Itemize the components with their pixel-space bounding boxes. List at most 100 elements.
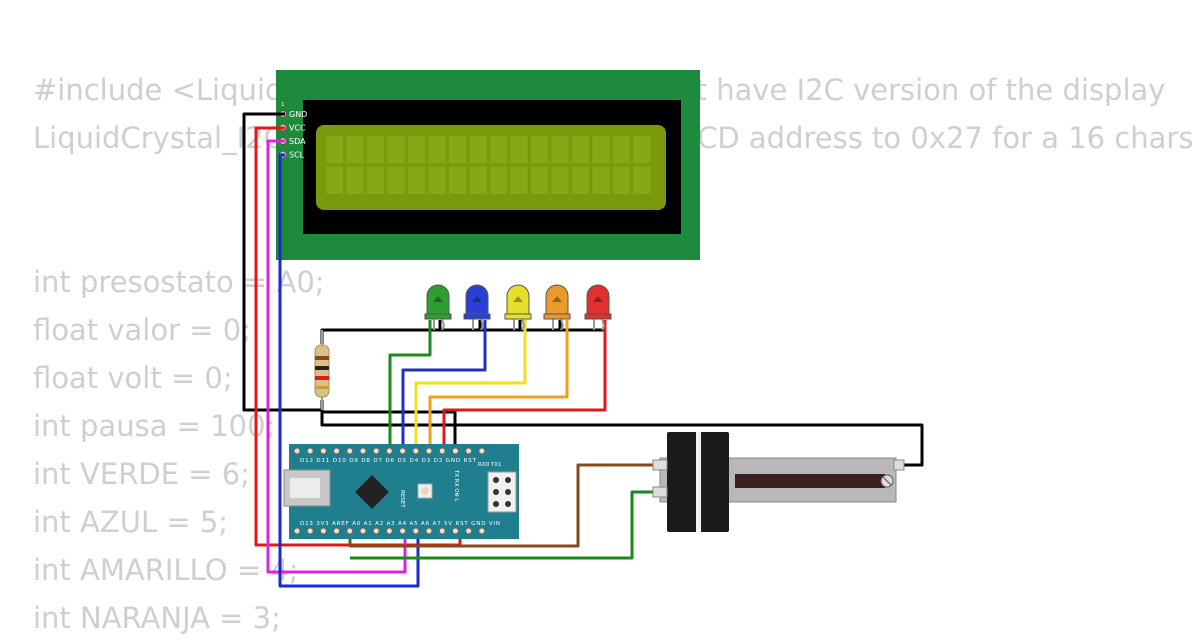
lcd-cell [387, 167, 405, 194]
arduino-pin [478, 527, 486, 535]
arduino-pin [385, 527, 393, 535]
arduino-pin [465, 527, 473, 535]
wire-blue-lcd-scl [278, 153, 420, 588]
arduino-pin [306, 527, 314, 535]
led-red[interactable] [584, 284, 612, 331]
arduino-pin [438, 447, 446, 455]
lcd-cell [510, 167, 528, 194]
lcd-cell [613, 136, 630, 163]
lcd-cell [346, 136, 364, 163]
arduino-bottom-pin-row [293, 527, 486, 535]
arduino-pin [333, 527, 341, 535]
arduino-pin [399, 527, 407, 535]
led-blue[interactable] [463, 284, 491, 331]
wire-red-d2 [442, 320, 607, 452]
arduino-pin [333, 447, 341, 455]
lcd-cell [326, 136, 343, 163]
icsp-pin [493, 477, 499, 483]
led-row [424, 284, 612, 331]
lcd-cell [387, 136, 405, 163]
arduino-pin [306, 447, 314, 455]
lcd-pin-label: GND [289, 110, 307, 119]
arduino-pin [346, 527, 354, 535]
lcd-cell [531, 167, 548, 194]
lcd-cell [572, 167, 589, 194]
resistor[interactable] [314, 330, 330, 410]
lcd-cell [490, 136, 507, 163]
lcd-cell [449, 167, 466, 194]
lcd-pin-label: VCC [289, 124, 306, 133]
lcd-cell [326, 167, 343, 194]
slide-potentiometer[interactable] [652, 432, 905, 532]
lcd-cell [613, 167, 630, 194]
arduino-pin [451, 527, 459, 535]
icsp-pin [505, 501, 511, 507]
wire-black-led-common [320, 320, 607, 344]
lcd-cell [428, 136, 446, 163]
lcd-cell [449, 136, 466, 163]
wire-brown-a0 [348, 463, 665, 548]
code-line: float volt = 0; [33, 361, 233, 395]
lcd-cell [490, 167, 507, 194]
wire-green-d6 [388, 320, 432, 452]
arduino-pin [412, 527, 420, 535]
arduino-nano[interactable]: D12 D11 D10 D9 D8 D7 D6 D5 D4 D3 D2 GND … [283, 444, 519, 539]
lcd-cell [367, 136, 384, 163]
code-line: int VERDE = 6; [33, 457, 250, 491]
arduino-pin [346, 447, 354, 455]
arduino-pin [478, 447, 486, 455]
wire-blue-d5 [401, 320, 487, 452]
lcd-cell [469, 167, 487, 194]
arduino-pin [359, 447, 367, 455]
arduino-pin [451, 447, 459, 455]
lcd-cell [572, 136, 589, 163]
lcd-cell [633, 167, 651, 194]
icsp-pin [505, 477, 511, 483]
wire-red-lcd-vcc [254, 126, 462, 547]
lcd-cell [551, 136, 569, 163]
arduino-pin [412, 447, 420, 455]
wire-green-a1 [350, 490, 665, 560]
lcd-cell [408, 136, 425, 163]
arduino-pin [425, 447, 433, 455]
arduino-pin [385, 447, 393, 455]
arduino-top-pin-labels: D12 D11 D10 D9 D8 D7 D6 D5 D4 D3 D2 GND … [300, 458, 477, 464]
lcd-cell [346, 167, 364, 194]
code-line: int AZUL = 5; [33, 505, 229, 539]
arduino-pin [399, 447, 407, 455]
arduino-pin [293, 527, 301, 535]
led-orange[interactable] [543, 284, 571, 331]
icsp-header-icon [487, 471, 517, 513]
lcd-cell [551, 167, 569, 194]
arduino-side-labels: TX RX ON L [453, 469, 459, 502]
lcd-cell [633, 136, 651, 163]
chip-icon [355, 475, 389, 509]
arduino-pin [438, 527, 446, 535]
lcd-cell [510, 136, 528, 163]
arduino-pin [319, 447, 327, 455]
lcd-cell [428, 167, 446, 194]
icsp-pin [493, 489, 499, 495]
icsp-pin [505, 489, 511, 495]
arduino-pin [293, 447, 301, 455]
code-line: float valor = 0; [33, 313, 251, 347]
arduino-pin [372, 527, 380, 535]
arduino-top-pin-row [293, 447, 486, 455]
wires [242, 112, 924, 588]
lcd-cell [367, 167, 384, 194]
lcd-cell [592, 167, 610, 194]
lcd-character-cells [326, 136, 651, 194]
arduino-pin [465, 447, 473, 455]
arduino-pin [425, 527, 433, 535]
lcd-pin-index: 1 [281, 102, 285, 108]
led-green[interactable] [424, 284, 452, 331]
led-yellow[interactable] [504, 284, 532, 331]
lcd-pin-label: SCL [289, 151, 305, 160]
arduino-bottom-pin-labels: D13 3V3 AREF A0 A1 A2 A3 A4 A5 A6 A7 5V … [300, 521, 500, 527]
arduino-rx-tx-label: RX0 TX1 [478, 462, 501, 468]
reset-label: RESET [399, 490, 405, 508]
wire-yellow-d4 [414, 320, 527, 452]
